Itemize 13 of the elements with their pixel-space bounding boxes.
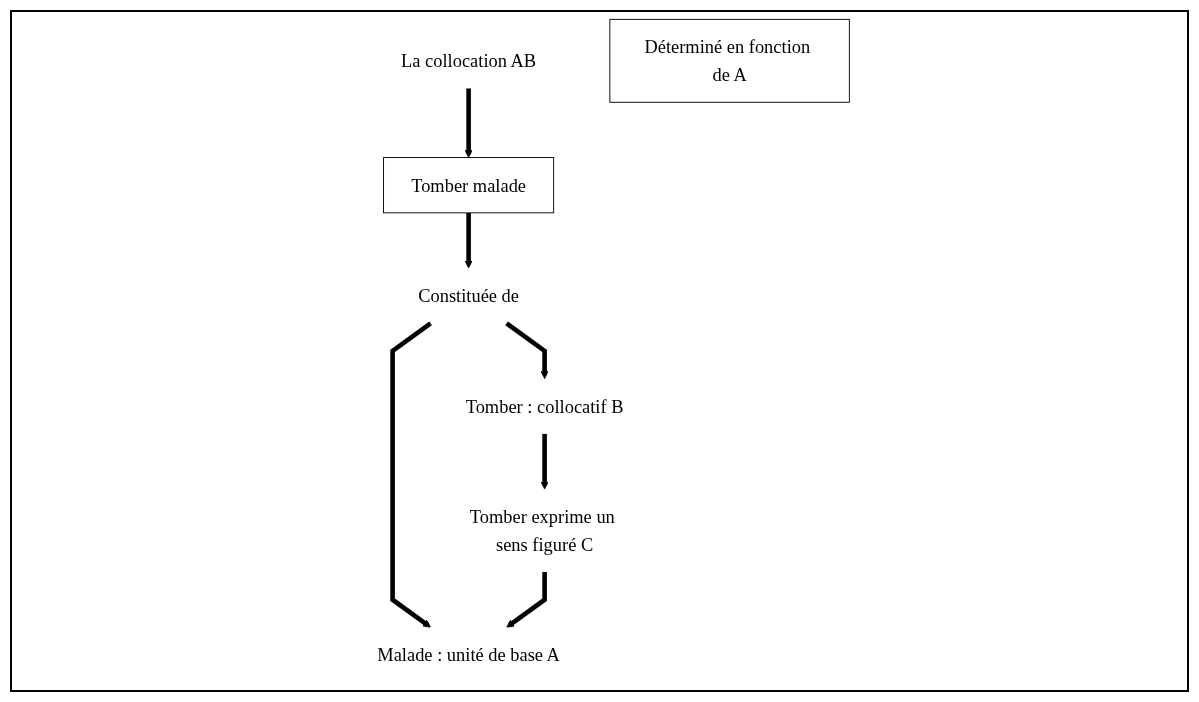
arrow: [464, 88, 473, 158]
arrow: [464, 212, 473, 269]
arrow: [505, 321, 549, 379]
node-text: Tomber : collocatif B: [465, 396, 624, 417]
node-text: Tomber exprime un sens figuré C: [469, 506, 615, 555]
arrow: [540, 433, 549, 490]
node-text: La collocation AB: [401, 50, 537, 71]
arrow: [506, 572, 547, 628]
node-text: Malade : unité de base A: [377, 644, 560, 666]
node-text: Constituée de: [418, 285, 520, 306]
arrow: [390, 321, 432, 628]
node-box: Tomber malade: [383, 157, 555, 214]
node-box: Déterminé en fonction de A: [609, 18, 850, 103]
